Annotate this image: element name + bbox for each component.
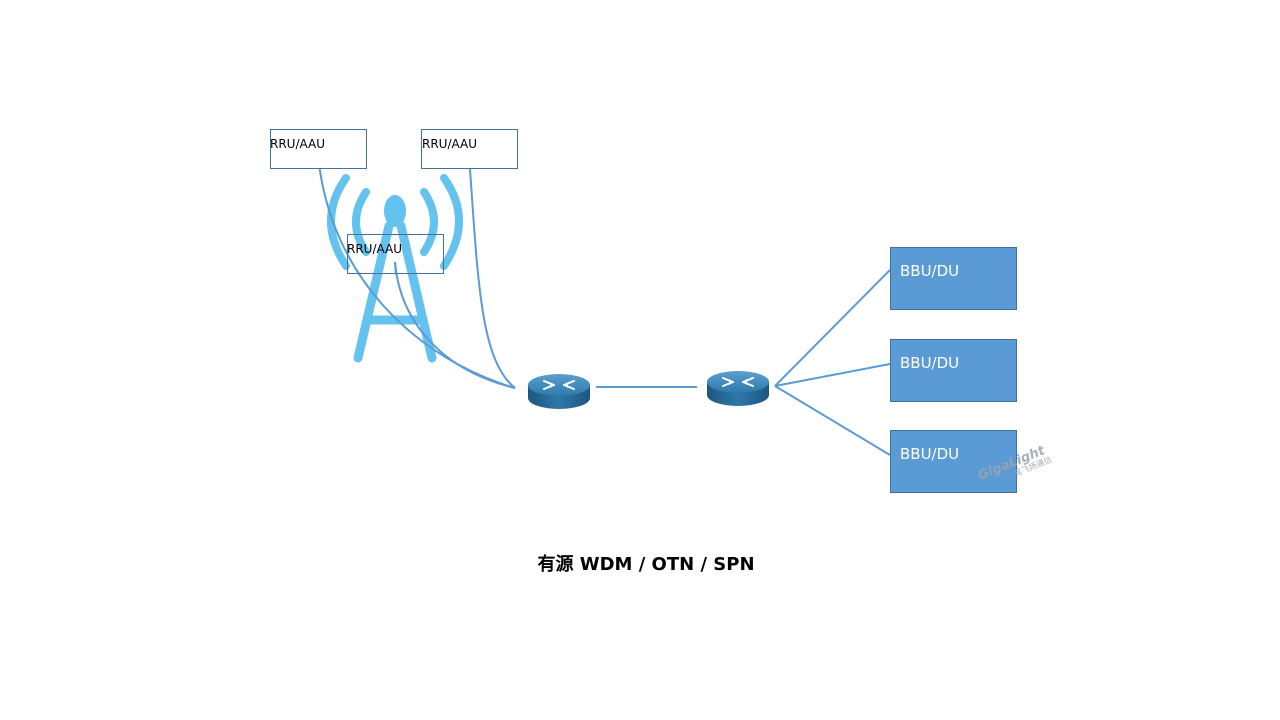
rru-label-3: RRU/AAU <box>347 242 402 256</box>
diagram-caption: 有源 WDM / OTN / SPN <box>537 553 754 575</box>
router-icon <box>528 374 590 409</box>
bbu-unit-1: BBU/DU <box>890 247 1017 310</box>
rru-unit-2: RRU/AAU <box>421 129 518 169</box>
rru-label-2: RRU/AAU <box>422 137 477 151</box>
link-router-bbu3 <box>774 385 891 456</box>
link-rru3-router <box>394 261 516 389</box>
rru-links <box>317 154 516 389</box>
link-router-bbu1 <box>774 269 891 387</box>
rru-label-1: RRU/AAU <box>270 137 325 151</box>
bbu-label-2: BBU/DU <box>900 354 959 372</box>
bbu-unit-2: BBU/DU <box>890 339 1017 402</box>
bbu-label-3: BBU/DU <box>900 445 959 463</box>
link-router-bbu2 <box>774 363 891 387</box>
router-icon <box>707 371 769 406</box>
link-rru1-router <box>317 154 516 389</box>
rru-unit-1: RRU/AAU <box>270 129 367 169</box>
link-rru2-router <box>468 154 516 389</box>
bbu-unit-3: BBU/DU <box>890 430 1017 493</box>
bbu-links <box>774 269 891 456</box>
bbu-label-1: BBU/DU <box>900 262 959 280</box>
